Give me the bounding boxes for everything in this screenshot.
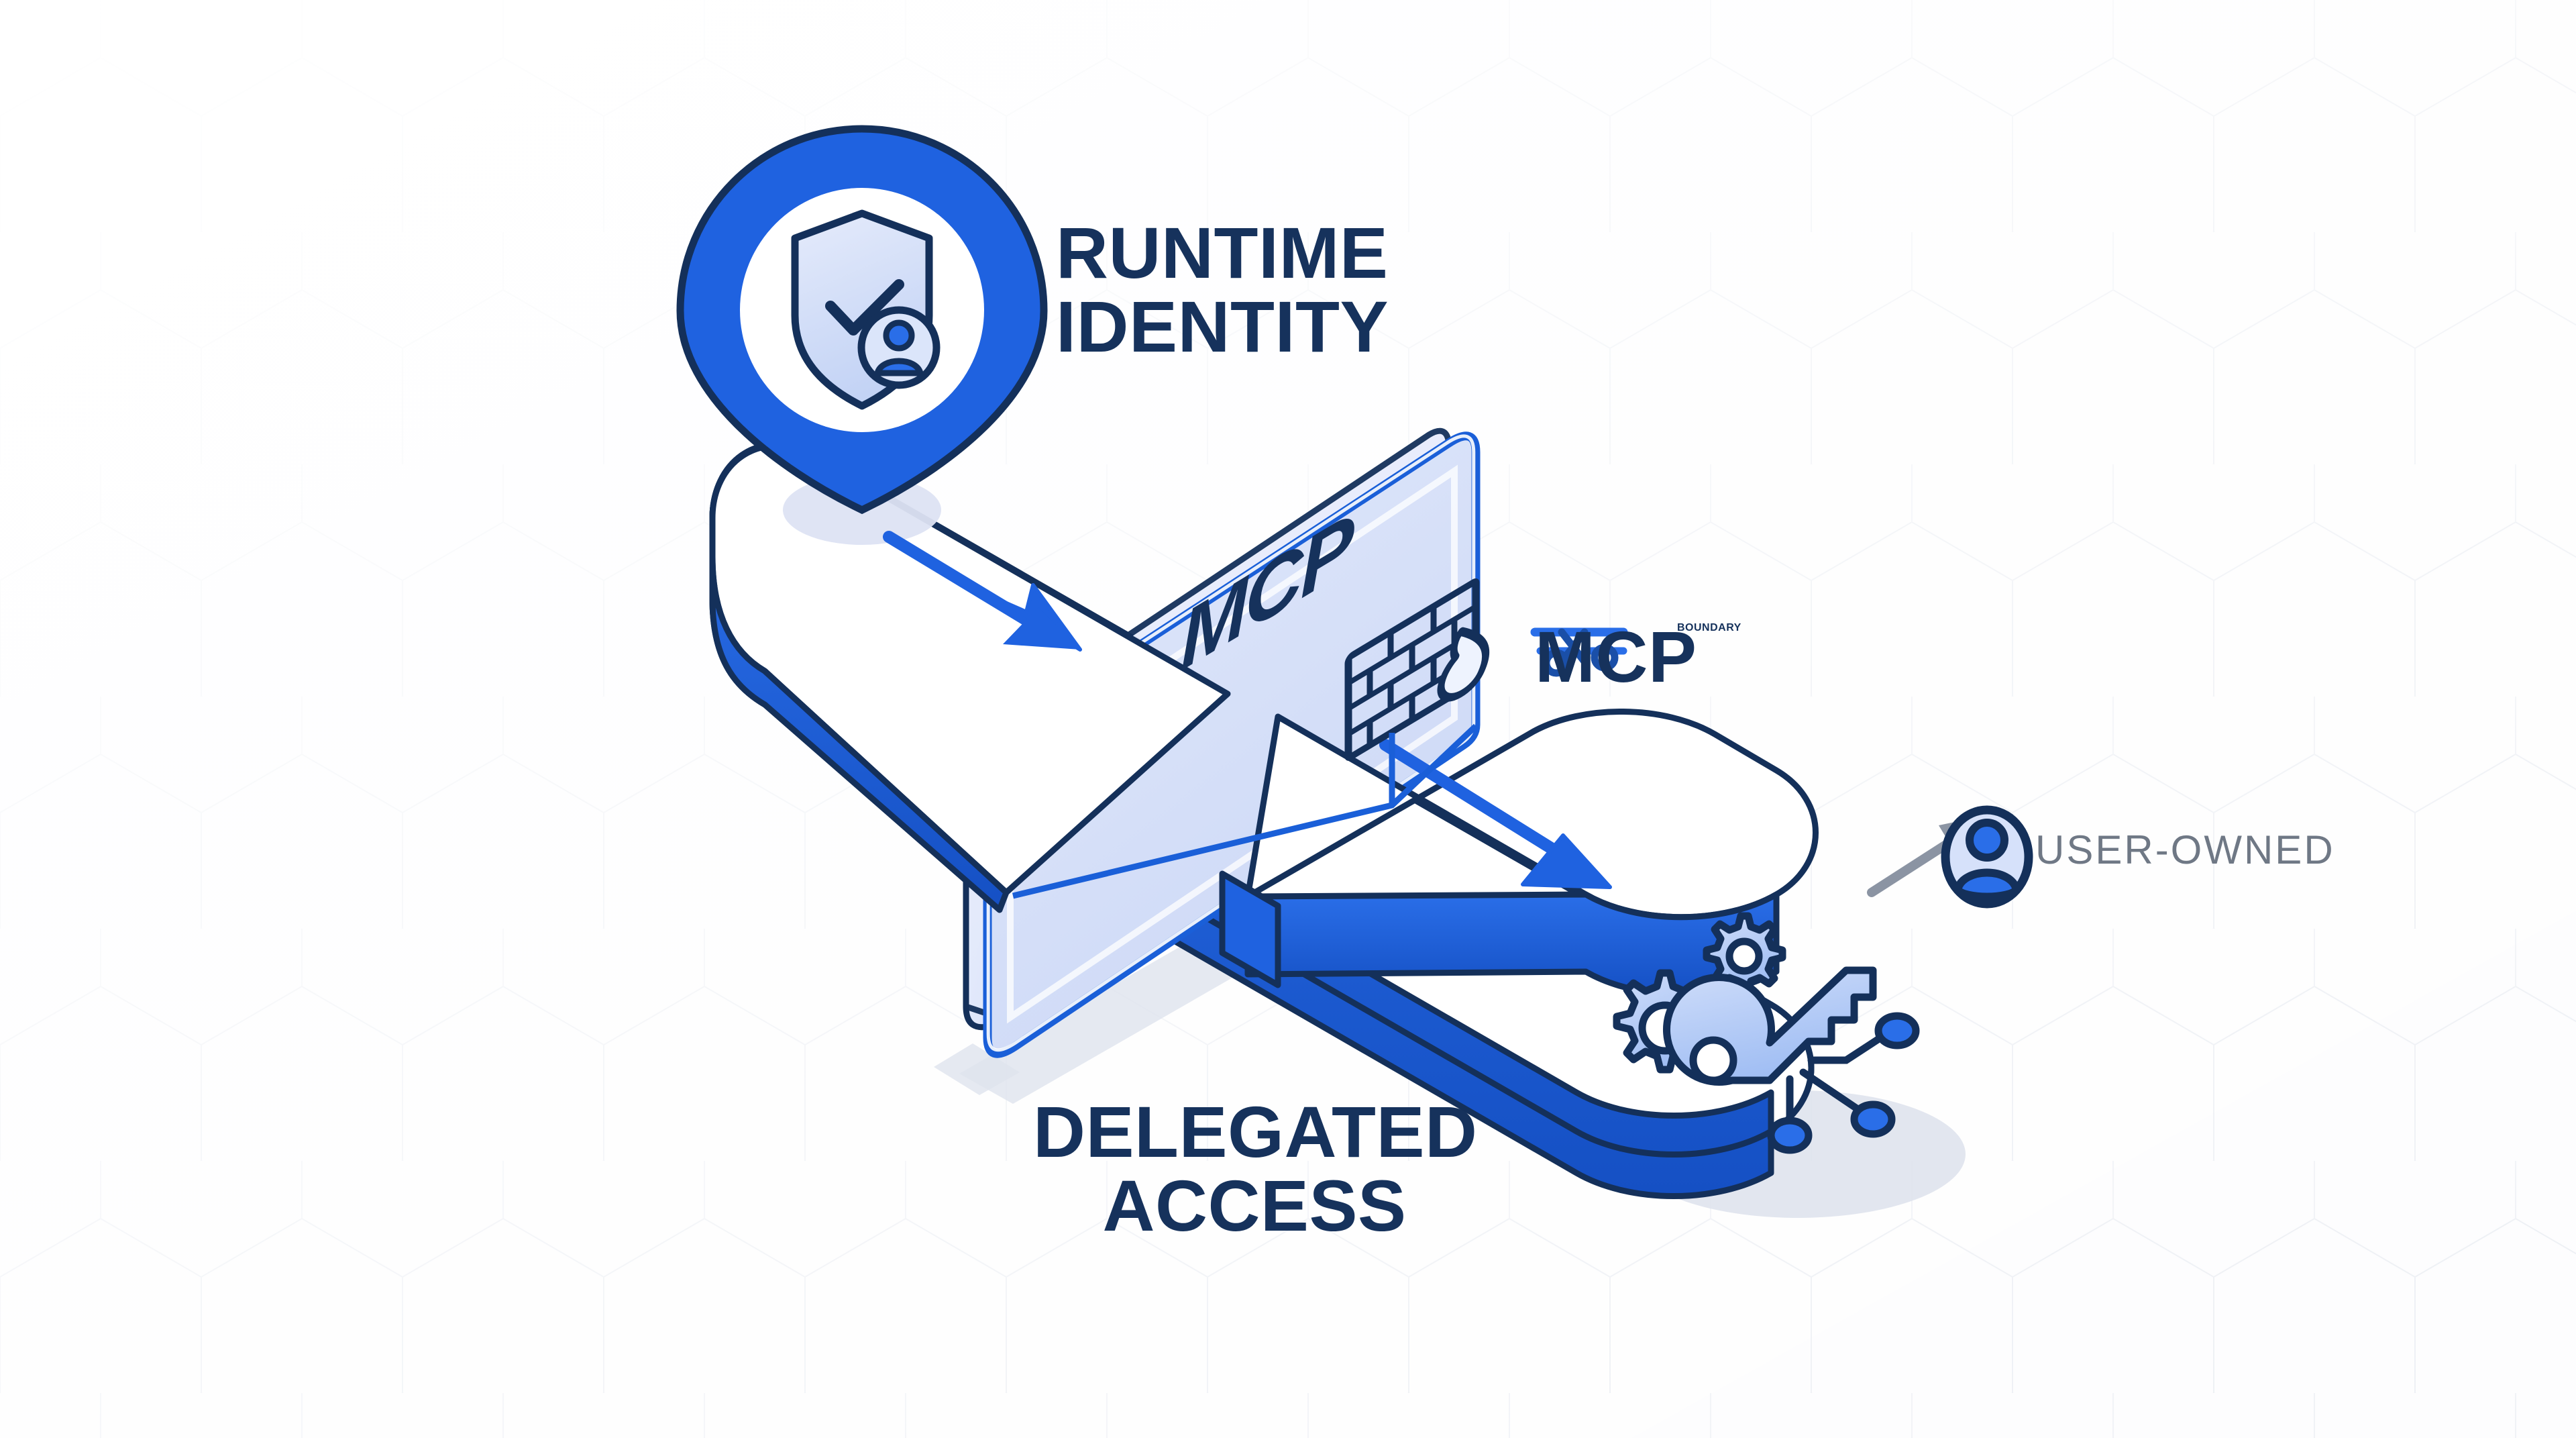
key-icon	[1663, 966, 1877, 1086]
user-circle-icon	[1941, 805, 2033, 909]
runtime-identity-label: RUNTIME IDENTITY	[1056, 212, 1389, 368]
platform-left-top	[709, 442, 1231, 913]
user-badge-icon	[857, 306, 941, 389]
user-owned-label: USER-OWNED	[2035, 827, 2335, 872]
flame-icon	[1437, 627, 1490, 702]
platform-front-segment	[1219, 709, 1819, 998]
mcp-boundary-line1: MCP	[1535, 616, 1697, 698]
gear-small-icon	[1703, 912, 1786, 996]
firewall-brick-icon	[1344, 578, 1490, 761]
boundary-decorative-glyph	[1530, 627, 1628, 677]
panel-lower-seam	[1012, 723, 1479, 899]
network-nodes-icon	[1767, 1012, 1920, 1154]
mcp-boundary-label: MCP	[1535, 546, 1697, 921]
arrow-out-of-boundary-icon	[1379, 739, 1612, 889]
map-pin-icon	[676, 125, 1048, 515]
delegated-access-icon-group	[1613, 912, 1920, 1154]
delegated-access-label: DELEGATED ACCESS	[1033, 1091, 1478, 1247]
arrow-into-boundary-icon	[883, 531, 1082, 652]
mcp-boundary-line2: BOUNDARY	[1677, 622, 1741, 633]
